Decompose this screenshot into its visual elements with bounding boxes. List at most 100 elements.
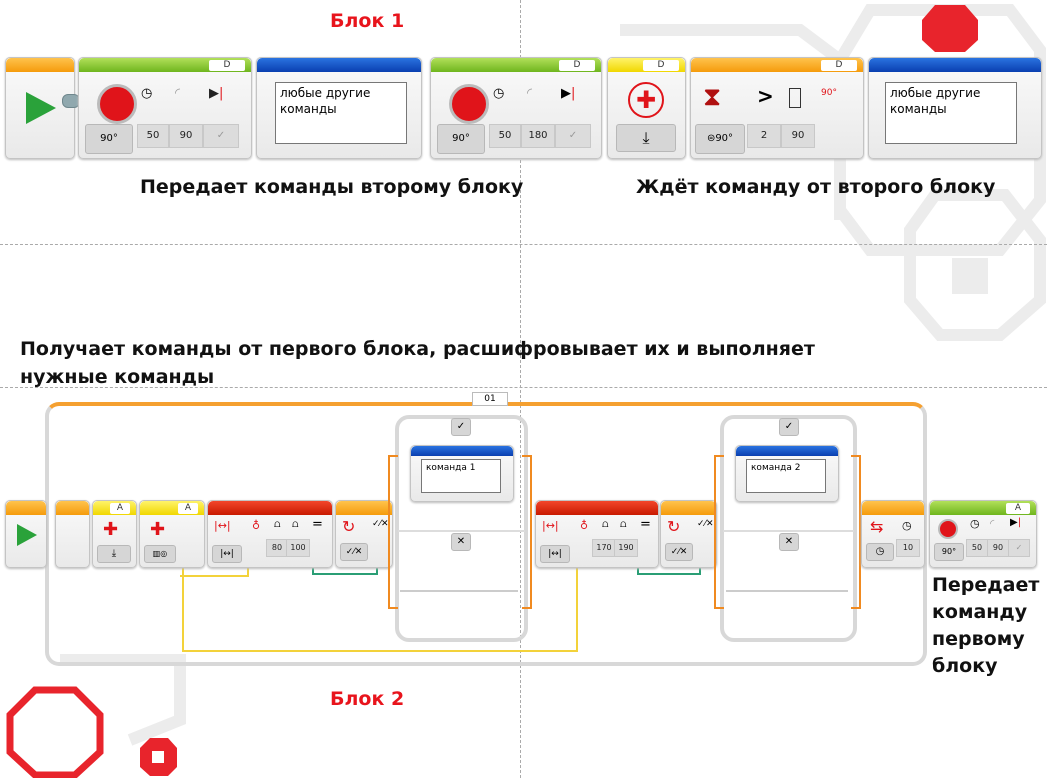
upper-bound-icon: ⩍	[292, 519, 299, 530]
lower-bound-value[interactable]: 170	[592, 539, 616, 557]
switch-block-1[interactable]: ↻ ✓⁄✕ ✓⁄✕	[335, 500, 393, 568]
case-true-tab[interactable]: ✓	[779, 418, 799, 436]
power-value[interactable]: 50	[966, 539, 988, 557]
port-label[interactable]: D	[559, 60, 595, 71]
power-icon: ◷	[970, 517, 980, 530]
degrees-icon: ◜	[175, 86, 181, 101]
rotation-sensor-block[interactable]: A ✚ ▥◎	[139, 500, 205, 568]
upper-bound-icon: ⩍	[620, 519, 627, 530]
comment-text[interactable]: любые другие команды	[885, 82, 1017, 144]
port-label[interactable]: A	[1006, 503, 1030, 514]
reset-mode-icon[interactable]: ⤓	[97, 545, 131, 563]
brake-icon: ▶|	[209, 86, 224, 101]
case-divider	[723, 530, 854, 532]
start-block-2[interactable]	[5, 500, 47, 568]
logic-wire	[637, 565, 701, 575]
switch-2-cases	[720, 415, 857, 642]
threshold-value[interactable]: 90	[781, 124, 815, 148]
brake-icon: ▶|	[561, 86, 576, 101]
rotation-reset-block[interactable]: A ✚ ⤓	[92, 500, 137, 568]
switch-icon: ↻	[342, 517, 356, 536]
range-icon: |↔|	[542, 519, 559, 532]
case-false-tab[interactable]: ✕	[779, 533, 799, 551]
switch-bracket	[714, 455, 724, 609]
medium-motor-block-3[interactable]: A ◷ ◜ ▶| 90° 50 90 ✓	[929, 500, 1037, 568]
block1-title: Блок 1	[330, 10, 405, 32]
compare-type-value[interactable]: 2	[747, 124, 781, 148]
comment-text[interactable]: команда 1	[421, 459, 501, 493]
motor-icon	[938, 519, 958, 539]
port-label[interactable]: D	[209, 60, 245, 71]
reset-mode-icon[interactable]: ⤓	[616, 124, 676, 152]
degrees-value[interactable]: 90	[987, 539, 1009, 557]
loop-time-value[interactable]: 10	[896, 539, 920, 557]
power-value[interactable]: 50	[137, 124, 169, 148]
mode-selector[interactable]: ⊜90°	[695, 124, 745, 154]
upper-bound-value[interactable]: 190	[614, 539, 638, 557]
result-operator: =	[312, 517, 323, 532]
degrees-icon: ◜	[990, 517, 995, 530]
start-block[interactable]	[5, 57, 75, 159]
mode-selector[interactable]: |↔|	[212, 545, 242, 563]
comment-block-case2[interactable]: команда 2	[735, 445, 839, 502]
guide-line-vertical	[520, 0, 521, 778]
port-label[interactable]: A	[110, 503, 130, 514]
caption-line: первому	[932, 628, 1025, 650]
upper-bound-value[interactable]: 100	[286, 539, 310, 557]
comment-text[interactable]: команда 2	[746, 459, 826, 493]
comment-block-1[interactable]: любые другие команды	[256, 57, 422, 159]
power-value[interactable]: 50	[489, 124, 521, 148]
caption-line: Передает	[932, 574, 1040, 596]
compare-operator[interactable]: >	[757, 84, 774, 108]
mode-selector[interactable]: 90°	[85, 124, 133, 154]
degrees-value[interactable]: 180	[521, 124, 555, 148]
degrees-value[interactable]: 90	[169, 124, 203, 148]
logo-hexagon-outline	[6, 686, 104, 778]
lower-bound-icon: ⩍	[602, 519, 609, 530]
motor-icon	[97, 84, 137, 124]
medium-motor-block-1[interactable]: D ◷ ◜ ▶| 90° 50 90 ✓	[78, 57, 252, 159]
mode-selector[interactable]: 90°	[437, 124, 485, 154]
wait-block[interactable]: D ⧗ > 90° ⊜90° 2 90	[690, 57, 864, 159]
loop-mode-selector[interactable]: ◷	[866, 543, 894, 561]
brake-checkbox[interactable]: ✓	[555, 124, 591, 148]
caption-receives-1: Получает команды от первого блока, расши…	[20, 338, 815, 360]
comment-block-2[interactable]: любые другие команды	[868, 57, 1042, 159]
mode-selector[interactable]: ✓⁄✕	[340, 543, 368, 561]
loop-start[interactable]	[55, 500, 90, 568]
loop-end-block[interactable]: ⇆ ◷ ◷ 10	[861, 500, 925, 568]
medium-motor-block-2[interactable]: D ◷ ◜ ▶| 90° 50 180 ✓	[430, 57, 602, 159]
case-false-tab[interactable]: ✕	[451, 533, 471, 551]
case-true-tab[interactable]: ✓	[451, 418, 471, 436]
caption-sends-first: Передает команду первому блоку	[932, 572, 1039, 680]
loop-label[interactable]: 01	[472, 392, 508, 406]
port-label[interactable]: D	[643, 60, 679, 71]
range-block-2[interactable]: |↔| ♁ ⩍ ⩍ = |↔| 170 190	[535, 500, 659, 568]
port-label[interactable]: A	[178, 503, 198, 514]
block2-title: Блок 2	[330, 688, 405, 710]
rotation-sensor-icon: ✚	[628, 82, 664, 118]
comment-text[interactable]: любые другие команды	[275, 82, 407, 144]
caption-waits: Ждёт команду от второго блоку	[636, 176, 996, 198]
case-divider	[398, 530, 525, 532]
port-label[interactable]: D	[821, 60, 857, 71]
mode-selector[interactable]: |↔|	[540, 545, 570, 563]
sensor-data-wire	[247, 565, 249, 577]
lower-bound-value[interactable]: 80	[266, 539, 288, 557]
mode-selector[interactable]: 90°	[934, 543, 964, 561]
play-icon	[17, 524, 37, 546]
rotation-sensor-icon: ✚	[103, 519, 119, 540]
rotation-sensor-reset-block[interactable]: D ✚ ⤓	[607, 57, 686, 159]
switch-block-2[interactable]: ↻ ✓⁄✕ ✓⁄✕	[660, 500, 717, 568]
switch-1-cases	[395, 415, 528, 642]
test-value-icon: ♁	[580, 519, 589, 532]
range-block-1[interactable]: |↔| ♁ ⩍ ⩍ = |↔| 80 100	[207, 500, 333, 568]
mode-selector[interactable]: ▥◎	[144, 545, 176, 563]
comment-block-case1[interactable]: команда 1	[410, 445, 514, 502]
range-icon: |↔|	[214, 519, 231, 532]
power-icon: ◷	[493, 86, 505, 101]
mode-selector[interactable]: ✓⁄✕	[665, 543, 693, 561]
brake-checkbox[interactable]: ✓	[203, 124, 239, 148]
brake-checkbox[interactable]: ✓	[1008, 539, 1030, 557]
logic-icon: ✓⁄✕	[697, 519, 714, 529]
